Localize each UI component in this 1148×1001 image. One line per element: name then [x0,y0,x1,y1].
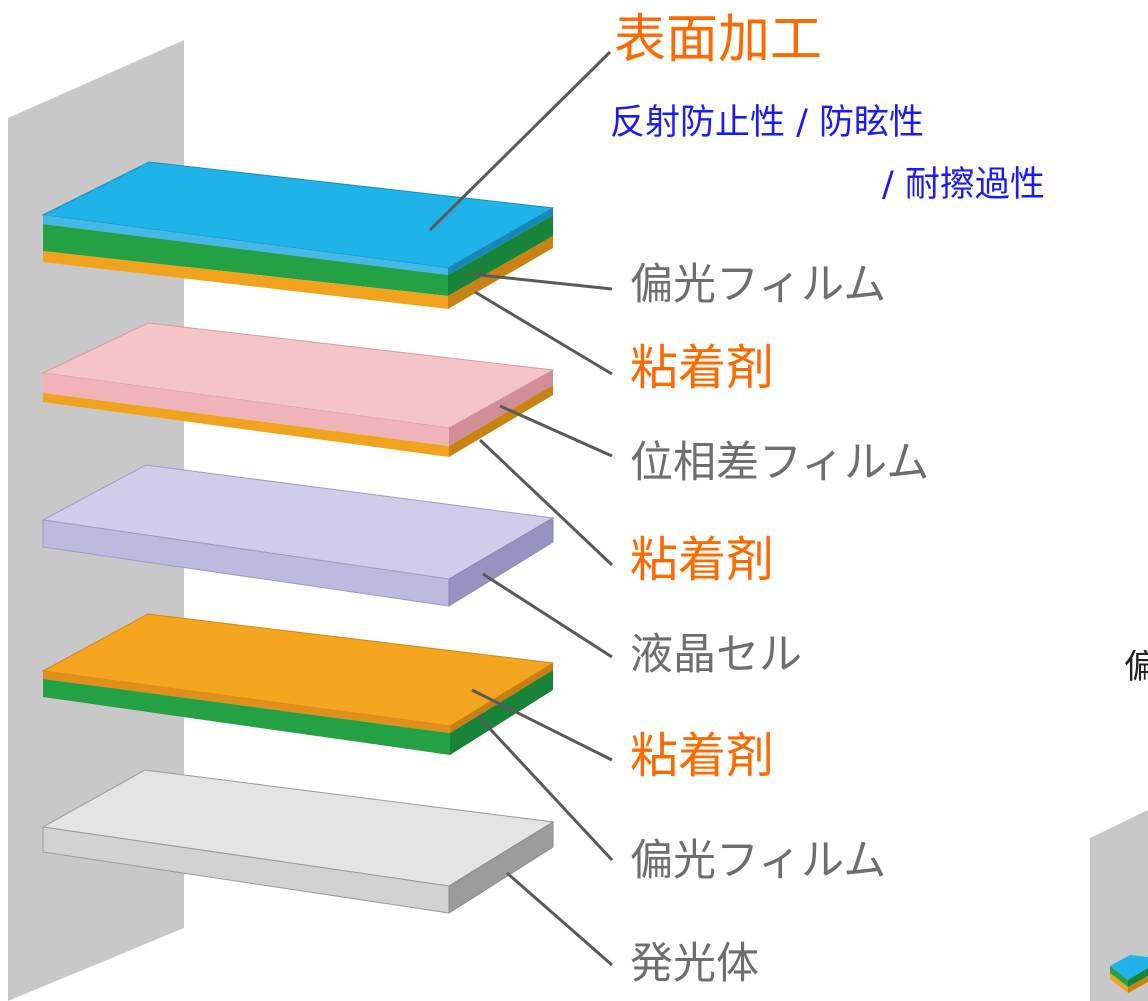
label-adhesive-2: 粘着剤 [630,532,775,588]
leader-lc-cell [482,572,613,659]
cut-off-label: 偏 [1124,650,1148,684]
layer-adhesive-polarizer-bottom [41,613,555,755]
surface-treatment-properties: 反射防止性 / 防眩性 [610,103,925,143]
leader-adhesive-2 [478,438,614,567]
leader-light-source [506,871,613,967]
cut-off-mini-diagram [1090,810,1148,1001]
layer-light-emitter [41,769,555,914]
label-retardation-film: 位相差フィルム [630,438,930,488]
leader-polarizer-top [469,272,613,291]
layer-retardation-adhesive [41,322,555,457]
label-polarizer-top: 偏光フィルム [630,260,887,310]
leader-surface [428,50,612,232]
leader-adhesive-3 [471,688,613,762]
surface-treatment-title: 表面加工 [614,10,823,70]
leader-lines [428,50,614,967]
leader-adhesive-1 [474,290,613,376]
label-adhesive-1: 粘着剤 [630,340,775,396]
label-polarizer-bottom: 偏光フィルム [630,836,887,886]
label-adhesive-3: 粘着剤 [630,728,775,784]
layer-liquid-crystal-cell [41,464,555,607]
label-light-source: 発光体 [630,939,759,989]
leader-polarizer-bottom [476,714,614,862]
leader-retardation [499,404,613,458]
label-lc-cell: 液晶セル [630,630,802,680]
surface-treatment-properties-cont: / 耐擦過性 [882,165,1045,205]
